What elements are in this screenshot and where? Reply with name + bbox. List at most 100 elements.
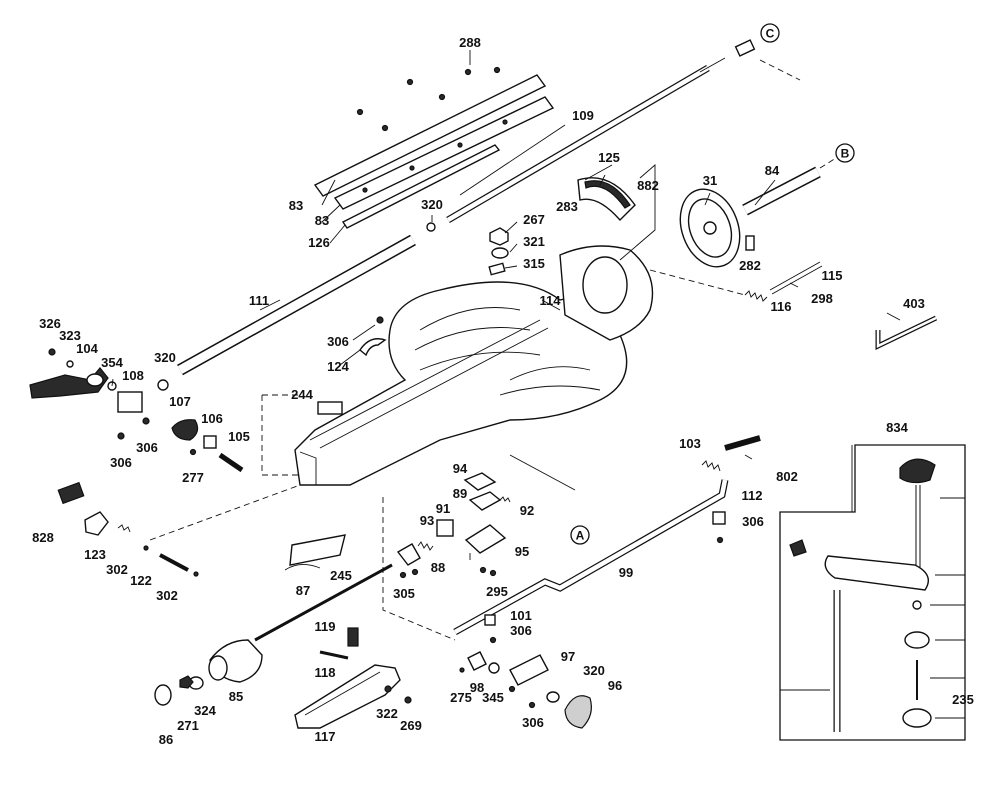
screw-97 <box>508 685 516 693</box>
clamp-assembly-834 <box>779 444 966 741</box>
spring-92 <box>499 496 511 503</box>
label-94: 94 <box>453 461 468 476</box>
spring-123 <box>117 524 131 533</box>
label-93: 93 <box>420 513 434 528</box>
spring-93 <box>417 541 434 551</box>
label-109: 109 <box>572 108 594 123</box>
label-271: 271 <box>177 718 199 733</box>
screw-322 <box>384 685 392 693</box>
pin-118 <box>319 650 349 660</box>
label-320-bottom: 320 <box>583 663 605 678</box>
label-122: 122 <box>130 573 152 588</box>
label-235: 235 <box>952 692 974 707</box>
rod-111 <box>177 234 416 376</box>
knob-834 <box>899 458 936 575</box>
knob-96 <box>564 695 592 729</box>
callout-c: C <box>760 23 780 43</box>
part-labels: 288 109 83 83 126 320 125 882 283 267 32… <box>32 35 974 747</box>
screw-306-l1 <box>117 432 125 440</box>
label-834: 834 <box>886 420 908 435</box>
washer-320-left <box>157 379 169 391</box>
label-97: 97 <box>561 649 575 664</box>
label-31: 31 <box>703 173 717 188</box>
knob-85 <box>208 639 263 683</box>
pin-105 <box>218 452 244 473</box>
rail-83-upper <box>313 74 555 229</box>
screw-306-l2 <box>142 417 150 425</box>
screw-275 <box>459 667 465 673</box>
part-98 <box>467 651 487 671</box>
screw-295-b <box>489 569 497 577</box>
label-305: 305 <box>393 586 415 601</box>
label-111: 111 <box>249 293 269 308</box>
washer-320-bottom <box>546 691 560 703</box>
label-96: 96 <box>608 678 622 693</box>
screw-288-set <box>356 50 501 132</box>
label-306-bc: 306 <box>510 623 532 638</box>
label-108: 108 <box>122 368 144 383</box>
label-105: 105 <box>228 429 250 444</box>
plate-95 <box>464 524 507 554</box>
label-101: 101 <box>510 608 532 623</box>
callout-b-text: B <box>841 147 850 161</box>
label-326: 326 <box>39 316 61 331</box>
sleeve-c <box>734 39 756 57</box>
spring-103 <box>701 460 721 472</box>
label-324: 324 <box>194 703 216 718</box>
handwheel-31 <box>679 188 741 268</box>
block-91 <box>436 519 454 537</box>
label-403: 403 <box>903 296 925 311</box>
label-116: 116 <box>771 299 792 314</box>
label-306-top: 306 <box>327 334 349 349</box>
label-315: 315 <box>523 256 545 271</box>
label-295: 295 <box>486 584 508 599</box>
rod-109 <box>446 57 726 224</box>
callout-b: B <box>835 143 855 163</box>
label-322: 322 <box>376 706 398 721</box>
label-283: 283 <box>556 199 578 214</box>
label-104: 104 <box>76 341 98 356</box>
bracket-97 <box>509 654 549 686</box>
label-321: 321 <box>523 234 545 249</box>
pin-802 <box>724 435 761 451</box>
bracket-88 <box>396 543 421 566</box>
label-91: 91 <box>436 501 450 516</box>
label-323: 323 <box>59 328 81 343</box>
label-302-a: 302 <box>106 562 128 577</box>
label-125: 125 <box>598 150 620 165</box>
label-98: 98 <box>470 680 484 695</box>
label-288: 288 <box>459 35 481 50</box>
washer-345 <box>488 662 500 674</box>
label-83-b: 83 <box>315 213 329 228</box>
nut-271 <box>179 675 194 689</box>
label-298: 298 <box>811 291 833 306</box>
label-86: 86 <box>159 732 173 747</box>
washer-320-top <box>426 222 436 232</box>
screw-302-a <box>143 545 149 551</box>
label-802: 802 <box>776 469 798 484</box>
knob-107 <box>171 419 199 441</box>
label-126: 126 <box>308 235 330 250</box>
label-320-left: 320 <box>154 350 176 365</box>
callout-a: A <box>570 525 590 545</box>
lever-117 <box>294 664 401 729</box>
nut-326 <box>48 348 56 356</box>
label-306-bottom: 306 <box>522 715 544 730</box>
clip-124 <box>359 338 387 357</box>
label-124: 124 <box>327 359 349 374</box>
hex-wrench-403 <box>875 315 938 350</box>
label-84: 84 <box>765 163 780 178</box>
bracket-101 <box>484 614 496 626</box>
main-table-body <box>294 245 654 486</box>
label-277: 277 <box>182 470 204 485</box>
label-83-a: 83 <box>289 198 303 213</box>
nut-267 <box>489 227 509 246</box>
label-119: 119 <box>315 619 336 634</box>
label-112: 112 <box>742 488 763 503</box>
plate-315 <box>488 262 506 276</box>
screw-306-top <box>376 316 384 324</box>
label-107: 107 <box>169 394 191 409</box>
label-244: 244 <box>291 387 313 402</box>
